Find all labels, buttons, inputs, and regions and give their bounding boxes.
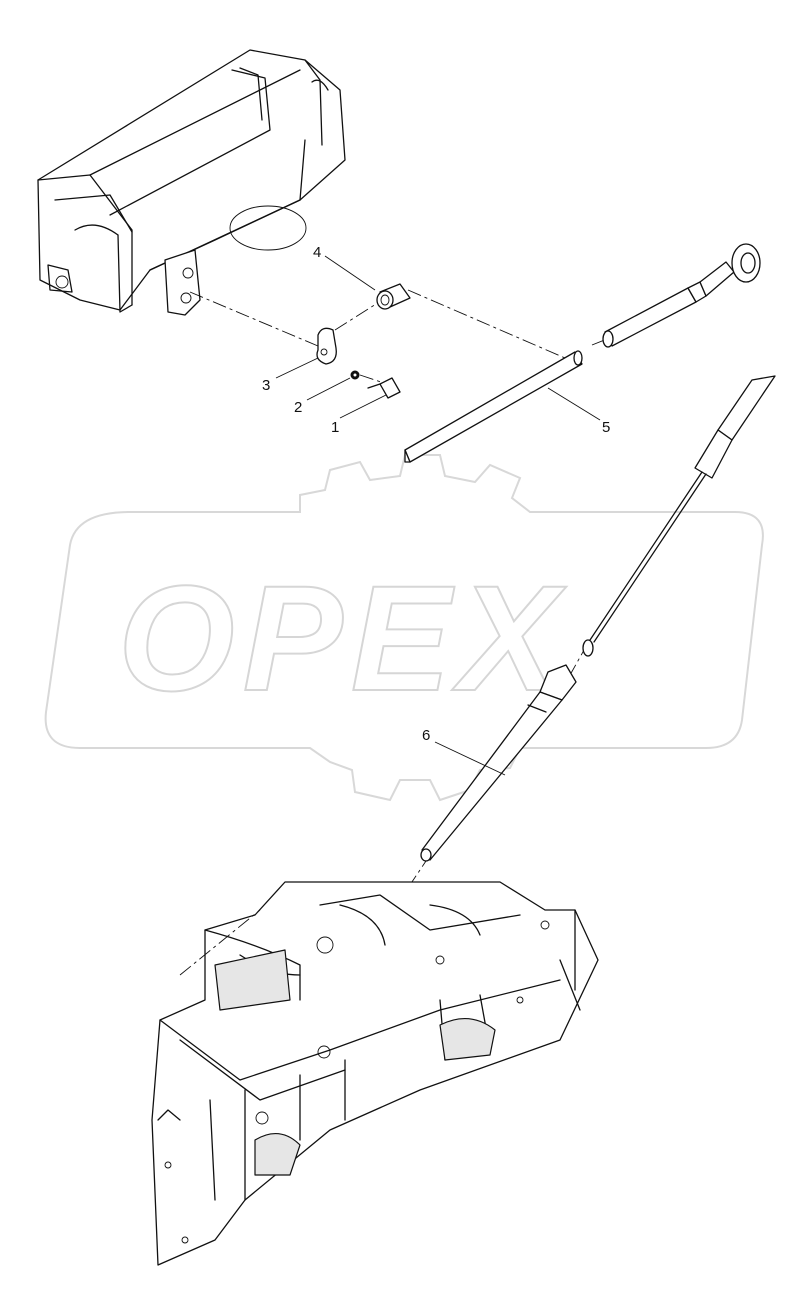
callout-5: 5 bbox=[602, 419, 610, 436]
opex-watermark: OPEX bbox=[44, 454, 764, 802]
callout-4: 4 bbox=[313, 244, 321, 261]
callout-6: 6 bbox=[422, 727, 430, 744]
engine-block bbox=[151, 881, 599, 1266]
intake-housing bbox=[37, 49, 346, 316]
part-5-tube bbox=[404, 350, 583, 463]
watermark-gear-outline bbox=[44, 454, 764, 802]
callout-1: 1 bbox=[331, 419, 339, 436]
callout-labels: 1 2 3 4 5 6 bbox=[262, 244, 610, 744]
dipstick-guide-tube bbox=[602, 243, 761, 348]
part-6-dipstick bbox=[420, 375, 776, 862]
part-2-washer bbox=[350, 370, 360, 380]
callout-leaders bbox=[275, 255, 601, 776]
watermark-text: OPEX bbox=[118, 554, 567, 722]
part-3-clip bbox=[316, 327, 337, 365]
part-1-bolt bbox=[367, 377, 401, 399]
part-4-bushing bbox=[376, 283, 411, 310]
callout-3: 3 bbox=[262, 377, 270, 394]
callout-2: 2 bbox=[294, 399, 302, 416]
